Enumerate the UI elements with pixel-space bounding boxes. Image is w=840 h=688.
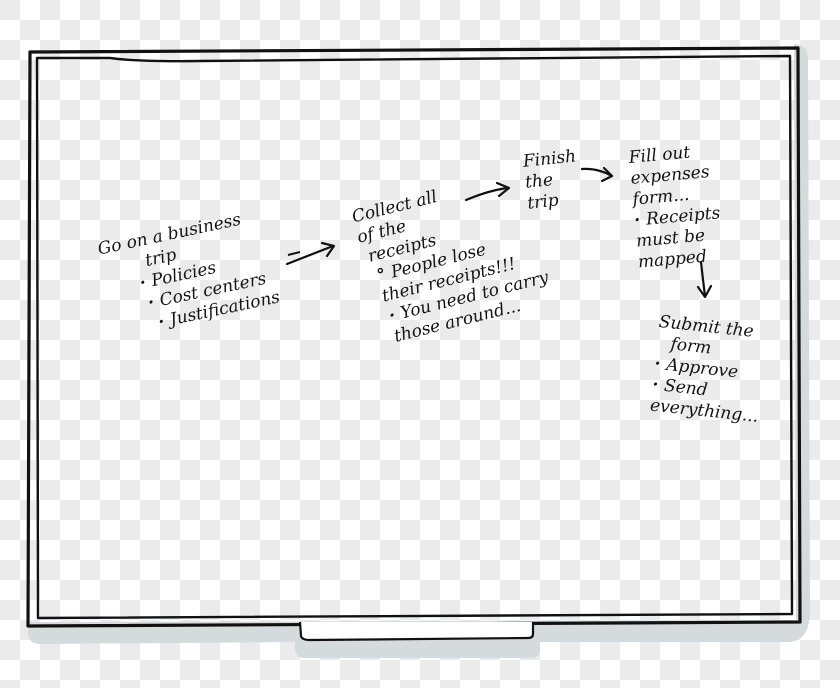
note-finish-trip: Finish the trip	[522, 146, 582, 214]
arrow-2-to-3	[464, 186, 510, 202]
arrow-1-to-2	[285, 244, 335, 266]
note-fill-expenses-form: Fill out expenses form... Receipts must …	[628, 140, 729, 273]
note-bullet: Receipts must be mapped	[633, 203, 728, 274]
note-submit-form: Submit the form Approve Send everything.…	[649, 312, 769, 428]
